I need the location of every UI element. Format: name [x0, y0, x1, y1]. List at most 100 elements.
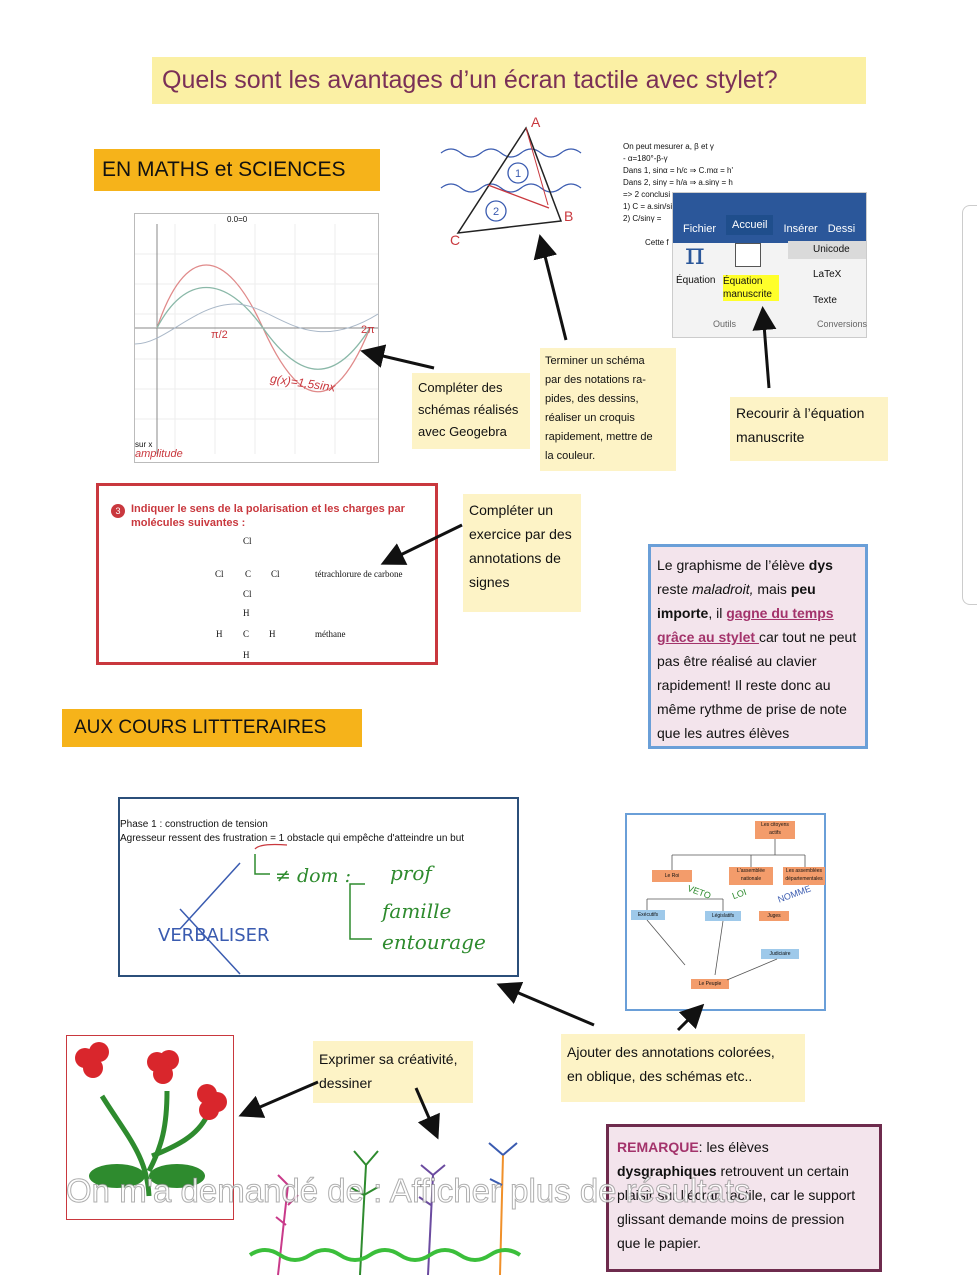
- org-top: Les citoyens actifs: [755, 821, 795, 839]
- graph-top-label: 0.0=0: [227, 215, 248, 224]
- graph-sur-label: sur x: [135, 440, 153, 449]
- texte-button[interactable]: Texte: [813, 295, 837, 306]
- note-line: avec Geogebra: [418, 424, 507, 439]
- carbon-bottom: C: [243, 629, 250, 639]
- dys-text: , il: [708, 605, 727, 621]
- hw-prof: prof: [390, 861, 432, 885]
- svg-text:2: 2: [493, 206, 499, 218]
- graph-amplitude: amplitude: [135, 448, 183, 460]
- svg-text:C: C: [450, 232, 460, 248]
- cl-bottom: Cl: [243, 589, 252, 599]
- remarque-label: REMARQUE: [617, 1139, 699, 1155]
- h-left: H: [216, 629, 223, 639]
- carbon-top: C: [245, 569, 252, 579]
- dys-text: Le graphisme de l’élève: [657, 557, 809, 573]
- note-exercice: Compléter un exercice par des annotation…: [463, 494, 581, 612]
- tab-accueil[interactable]: Accueil: [726, 215, 774, 235]
- phase-line-1: Phase 1 : construction de tension: [120, 819, 268, 830]
- note-line: Compléter un: [469, 502, 554, 518]
- cl-top: Cl: [243, 536, 252, 546]
- note-line: Exprimer sa créativité,: [319, 1051, 458, 1067]
- dys-bold: dys: [808, 557, 833, 573]
- h-right: H: [269, 629, 276, 639]
- dys-text: mais: [753, 581, 791, 597]
- cl-right: Cl: [271, 569, 280, 579]
- flower-icon: [75, 1042, 227, 1197]
- note-line: schémas réalisés: [418, 402, 519, 417]
- org-roi: Le Roi: [652, 870, 692, 882]
- note-line: en oblique, des schémas etc..: [567, 1068, 753, 1084]
- pi-icon[interactable]: π: [685, 237, 705, 272]
- note-line: Compléter des: [418, 380, 503, 395]
- show-more-results-overlay[interactable]: On m'a demandé de : Afficher plus de rés…: [65, 1172, 751, 1210]
- dys-text: reste: [657, 581, 693, 597]
- arrow-flower: [238, 1080, 319, 1118]
- exercise-number: 3: [111, 504, 125, 518]
- org-juges: Juges: [759, 911, 789, 921]
- remarque-text: : les élèves: [698, 1139, 769, 1155]
- math-line: - α=180°-β-γ: [623, 154, 668, 163]
- page-title: Quels sont les avantages d’un écran tact…: [152, 57, 866, 104]
- tab-fichier[interactable]: Fichier: [683, 223, 717, 235]
- note-line: réaliser un croquis: [545, 412, 635, 424]
- arrow-schema: [533, 234, 568, 341]
- dys-bold: peu importe: [657, 581, 816, 621]
- note-line: par des notations ra-: [545, 374, 646, 386]
- hw-dom: ≠ dom :: [275, 865, 352, 887]
- note-annotations: Ajouter des annotations colorées, en obl…: [561, 1034, 805, 1102]
- note-line: Recourir à l’équation: [736, 405, 865, 421]
- h-bottom: H: [243, 650, 250, 660]
- arrow-orgchart: [676, 1003, 705, 1032]
- org-judiciaire: Judiciaire: [761, 949, 799, 959]
- triangle-schema: 1 2 A B C: [440, 114, 582, 248]
- flower-drawing: [66, 1035, 234, 1220]
- org-depart: Les assemblées départementales: [783, 867, 825, 885]
- section-litt-header: AUX COURS LITTTERAIRES: [62, 709, 362, 747]
- phase-line-2: Agresseur ressent des frustration = 1 ob…: [120, 833, 465, 844]
- svg-text:B: B: [564, 208, 573, 224]
- math-line: Cette f: [645, 238, 669, 247]
- tab-dessin[interactable]: Dessi: [827, 223, 856, 235]
- dys-underline: gagne du temps grâce au stylet: [657, 605, 834, 645]
- remarque-bold: dysgraphiques: [617, 1163, 717, 1179]
- svg-text:1: 1: [515, 168, 521, 180]
- handwriting-icon[interactable]: [735, 243, 761, 267]
- org-executif: Exécutifs: [631, 910, 665, 920]
- unicode-button[interactable]: Unicode: [788, 241, 866, 259]
- org-legislatif: Législatifs: [705, 911, 741, 921]
- note-equation: Recourir à l’équation manuscrite: [730, 397, 888, 461]
- outils-label: Outils: [713, 319, 737, 329]
- org-peuple: Le Peuple: [691, 979, 729, 989]
- equation-manuscrite-label[interactable]: Équation manuscrite: [723, 275, 779, 301]
- plants-drawing: [248, 1142, 522, 1276]
- tetrachlorure-label: tétrachlorure de carbone: [315, 569, 403, 579]
- equation-label[interactable]: Équation: [676, 275, 716, 286]
- note-line: pides, des dessins,: [545, 393, 639, 405]
- note-line: rapidement, mettre de: [545, 431, 653, 443]
- geogebra-graph: 0.0=0 π/2 2π g(x)=1,5sinx sur x amplitud…: [134, 213, 379, 463]
- note-geogebra: Compléter des schémas réalisés avec Geog…: [412, 373, 530, 449]
- side-scroll-handle[interactable]: [962, 205, 977, 605]
- latex-button[interactable]: LaTeX: [813, 269, 842, 280]
- math-line: 2) C/sinγ =: [623, 214, 662, 223]
- note-line: la couleur.: [545, 450, 596, 462]
- math-derivation: On peut mesurer a, β et γ - α=180°-β-γ D…: [623, 141, 733, 249]
- svg-text:A: A: [531, 114, 541, 130]
- note-line: Terminer un schéma: [545, 355, 645, 367]
- chemistry-exercise: 3 Indiquer le sens de la polarisation et…: [96, 483, 438, 665]
- math-line: 1) C = a.sin/sin: [623, 202, 677, 211]
- hw-famille: famille: [382, 899, 452, 923]
- org-chart: Les citoyens actifs Le Roi L'assemblée n…: [625, 813, 826, 1011]
- tab-inserer[interactable]: Insérer: [783, 223, 818, 235]
- org-assemblee: L'assemblée nationale: [729, 867, 773, 885]
- h-top: H: [243, 608, 250, 618]
- graph-pi-label: π/2: [211, 329, 228, 341]
- word-ribbon: Fichier Accueil Insérer Dessi π Équation…: [672, 192, 867, 338]
- note-creativite: Exprimer sa créativité, dessiner: [313, 1041, 473, 1103]
- math-line: Dans 2, sinγ = h/a ⇒ a.sinγ = h: [623, 178, 733, 187]
- graph-2pi-label: 2π: [361, 324, 375, 336]
- dys-text: car tout ne peut pas être réalisé au cla…: [657, 629, 857, 741]
- section-maths-header: EN MATHS et SCIENCES: [94, 149, 380, 191]
- math-line: Dans 1, sinα = h/c ⇒ C.mα = h': [623, 166, 733, 175]
- methane-label: méthane: [315, 629, 346, 639]
